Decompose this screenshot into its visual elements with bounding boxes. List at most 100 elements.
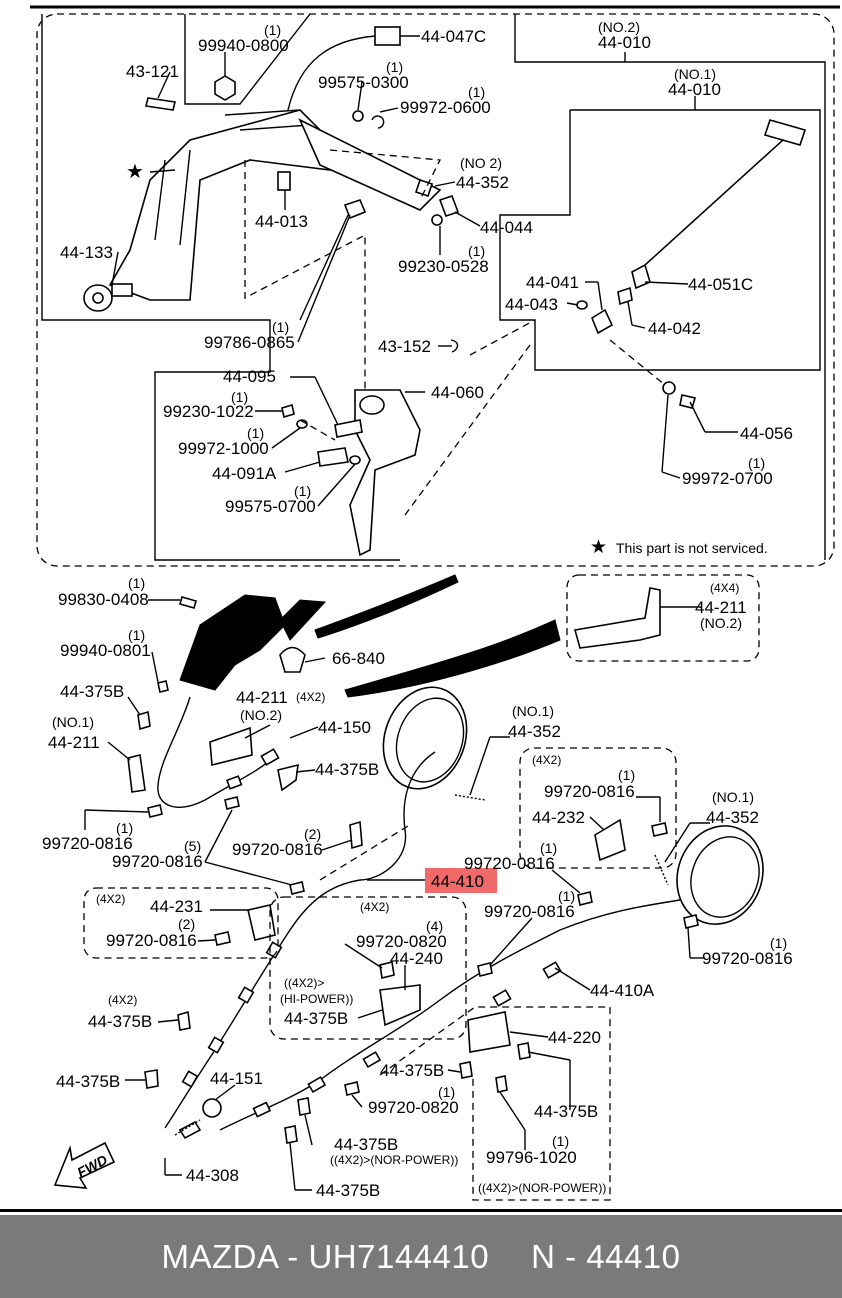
- bolt-99720-0816-d-2: [289, 881, 305, 895]
- 4x2-norpower-group: [379, 1006, 611, 1201]
- part-label-99720-0816-g: 99720-0816: [484, 902, 575, 921]
- part-label-99720-0816-f: 99720-0816: [106, 931, 197, 950]
- qty-no1-44-352-b: (NO.1): [712, 789, 754, 805]
- fitting-44-308: [178, 1120, 202, 1140]
- qty-99940-0801: (1): [128, 627, 145, 643]
- part-label-44-060: 44-060: [431, 383, 484, 402]
- qty-99720-0816-h: (1): [770, 935, 787, 951]
- part-label-44-211-4x2: 44-211: [236, 688, 288, 707]
- qty-99720-0816-e: (1): [540, 840, 557, 856]
- 4x2-group-44-232: [519, 747, 677, 869]
- 4x2-group-44-231: [83, 887, 279, 959]
- footer-oem-number: N - 44410: [531, 1237, 681, 1275]
- 4x4-bracket-group: [566, 574, 760, 662]
- lower-leader-lines: [84, 599, 710, 1191]
- upper-assembly-group: [36, 13, 835, 567]
- part-label-99230-0528: 99230-0528: [398, 257, 489, 276]
- part-label-44-043: 44-043: [505, 295, 558, 314]
- qty-99720-0816-b: (1): [116, 820, 133, 836]
- qty-99720-0820-b: (1): [438, 1084, 455, 1100]
- bolt-43-121: [145, 97, 176, 111]
- qty-99720-0816-a: (1): [618, 767, 635, 783]
- part-label-99720-0816-b: 99720-0816: [42, 834, 133, 853]
- bolt-99230-1022: [281, 403, 295, 419]
- qty-hipower: (HI-POWER)): [280, 992, 353, 1006]
- qty-4x4: (4X4): [710, 581, 739, 595]
- part-label-44-150: 44-150: [318, 718, 371, 737]
- part-label-99972-0600: 99972-0600: [400, 98, 491, 117]
- part-label-44-151: 44-151: [210, 1069, 263, 1088]
- bracket-dashed-guides: [299, 344, 531, 516]
- part-label-44-051c: 44-051C: [688, 275, 753, 294]
- part-label-44-211-4x4: 44-211: [695, 598, 747, 617]
- bracket-44-240: [379, 984, 421, 1027]
- qty-99786-0865: (1): [272, 319, 289, 335]
- not-serviced-star-marker: ★: [126, 161, 144, 183]
- spring-44-352-no2: [414, 178, 434, 198]
- connector-44-047c: [374, 26, 401, 46]
- qty-99972-0600: (1): [468, 84, 485, 100]
- part-label-44-352-no2: 44-352: [456, 173, 509, 192]
- qty-4x2-d: (4X2): [360, 900, 389, 914]
- part-label-44-095: 44-095: [223, 367, 276, 386]
- part-label-99720-0816-e: 99720-0816: [464, 854, 555, 873]
- qty-4x2-hipower-prefix: ((4X2)>: [284, 976, 324, 990]
- clip-99972-0600: [371, 115, 385, 129]
- qty-99972-1000: (1): [247, 425, 264, 441]
- pin-44-013: [277, 171, 291, 191]
- footer-separator: [0, 1209, 842, 1212]
- washer-99575-0700: [349, 455, 361, 465]
- part-label-44-044: 44-044: [480, 218, 533, 237]
- part-label-43-152: 43-152: [378, 337, 431, 356]
- spring-44-352-b: [654, 854, 669, 886]
- brake-drum-left: [382, 686, 468, 790]
- part-label-44-041: 44-041: [526, 273, 579, 292]
- part-label-44-308: 44-308: [186, 1166, 239, 1185]
- switch-44-091a: [317, 447, 349, 467]
- bolt-shaft: [299, 214, 349, 321]
- bolt-99796-1020: [495, 1075, 508, 1093]
- part-label-44-375b-a: 44-375B: [60, 682, 124, 701]
- part-label-99796-1020: 99796-1020: [486, 1148, 577, 1167]
- part-label-99720-0816-c: 99720-0816: [232, 840, 323, 859]
- qty-no1-44-010: (NO.1): [674, 66, 716, 82]
- clip-44-375b-b: [277, 763, 299, 792]
- qty-99720-0820-a: (4): [426, 918, 443, 934]
- qty-4x2-c: (4X2): [96, 892, 125, 906]
- qty-99575-0300: (1): [386, 59, 403, 75]
- clip-44-375b-f: [144, 1069, 159, 1089]
- clip-44-375b-e: [517, 1042, 531, 1060]
- part-label-44-375b-i: 44-375B: [316, 1181, 380, 1200]
- part-label-66-840: 66-840: [332, 649, 385, 668]
- parking-brake-parts-diagram: (1) 99940-0800 44-047C (NO.2) 44-010 43-…: [30, 5, 840, 1201]
- footer-part-number: MAZDA - UH7144410: [161, 1237, 490, 1275]
- pointer-arrow-lower: [344, 619, 561, 698]
- qty-99720-0816-f: (2): [178, 916, 195, 932]
- highlight-44-410: [425, 868, 497, 893]
- forward-direction-arrow: FWD: [53, 1141, 116, 1189]
- qty-no2-4x2: (NO.2): [240, 707, 282, 723]
- qty-4x2-e: (4X2): [108, 993, 137, 1007]
- part-label-44-091a: 44-091A: [212, 464, 277, 483]
- part-label-99720-0820-a: 99720-0820: [356, 932, 447, 951]
- part-label-44-375b-h: 44-375B: [334, 1135, 398, 1154]
- part-label-44-010-no2: 44-010: [598, 33, 651, 52]
- lever-mount-silhouette: [179, 594, 286, 691]
- bolt-99720-0816-f: [214, 931, 231, 946]
- qty-4x2-b: (4X2): [532, 753, 561, 767]
- qty-9994-0800: (1): [264, 22, 281, 38]
- washer-99575-0300: [352, 110, 364, 122]
- grommet-44-151: [202, 1098, 222, 1118]
- bracket-44-231: [247, 904, 276, 941]
- part-label-44-375b-f: 44-375B: [56, 1072, 120, 1091]
- qty-99796-1020: (1): [552, 1133, 569, 1149]
- bracket-44-220: [467, 1011, 511, 1053]
- cable-44-010-no1: [576, 119, 807, 335]
- part-label-44-375b-g: 44-375B: [534, 1102, 598, 1121]
- nut-99940-0801: [157, 680, 169, 693]
- part-label-99720-0816-d: 99720-0816: [112, 852, 203, 871]
- footer-bar: MAZDA - UH7144410 N - 44410: [0, 1215, 842, 1298]
- qty-no1-44-211: (NO.1): [52, 714, 94, 730]
- bracket-44-211-no1: [127, 754, 146, 793]
- part-label-99786-0865: 99786-0865: [204, 333, 295, 352]
